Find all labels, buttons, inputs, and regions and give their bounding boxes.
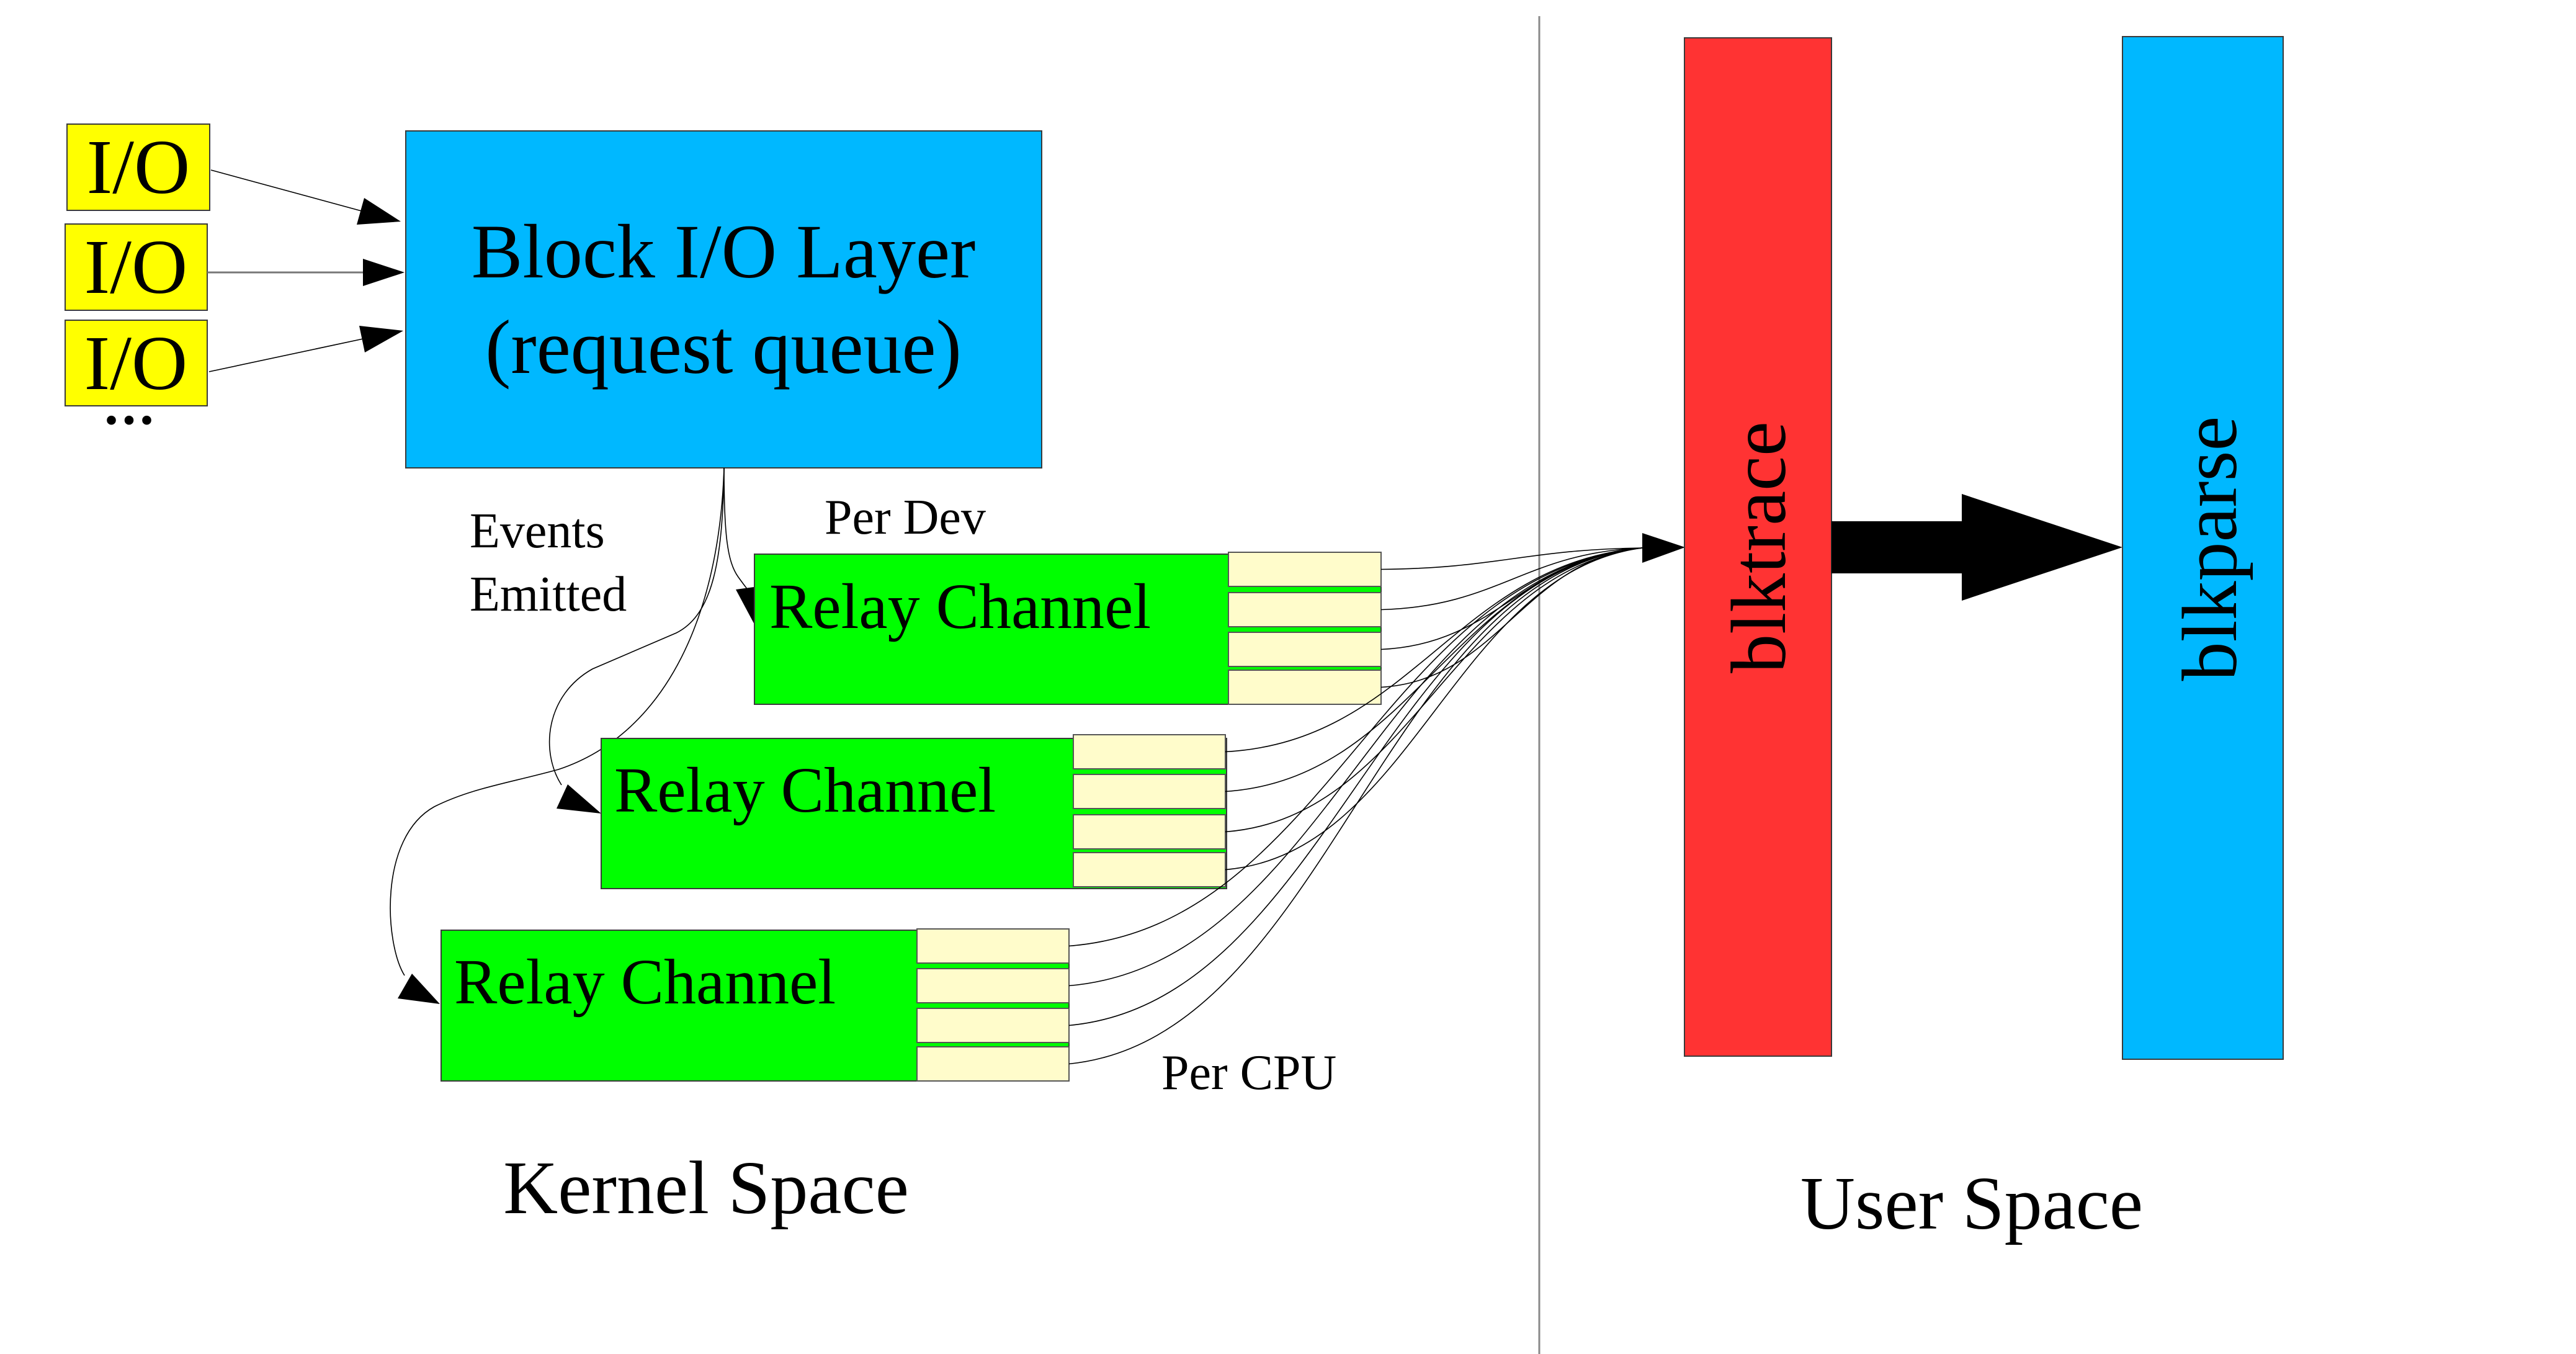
io-request-box: I/O xyxy=(65,320,208,406)
block-io-layer-subtitle: (request queue) xyxy=(485,305,962,390)
cpu-stream-curve xyxy=(1068,547,1643,1026)
cpu-stream-curve xyxy=(1380,547,1643,688)
arrowhead-icon xyxy=(398,974,440,1004)
cpu-stream-curve xyxy=(1068,547,1643,1065)
blktrace-label: blktrace xyxy=(1716,421,1802,673)
cpu-buffer xyxy=(916,968,1070,1003)
per-cpu-label: Per CPU xyxy=(1161,1046,1336,1100)
relay-channel: Relay Channel xyxy=(441,928,1070,1082)
cpu-buffer xyxy=(916,1046,1070,1082)
io-more-ellipsis: ... xyxy=(104,375,158,436)
io-to-block-arrows xyxy=(207,169,405,372)
block-io-layer-title: Block I/O Layer xyxy=(472,209,976,294)
user-space-label: User Space xyxy=(1800,1162,2143,1245)
arrowhead-icon xyxy=(557,784,601,814)
cpu-stream-curve xyxy=(1225,547,1643,871)
relay-channel: Relay Channel xyxy=(601,734,1227,889)
cpu-buffer xyxy=(1228,670,1382,705)
cpu-buffer xyxy=(1073,814,1226,850)
io-request-group: I/O I/O I/O ... xyxy=(65,123,210,436)
cpu-buffer xyxy=(916,1008,1070,1043)
cpu-buffer xyxy=(1228,552,1382,587)
io-box-label: I/O xyxy=(87,125,190,210)
io-box-rect xyxy=(66,123,210,211)
block-io-layer: Block I/O Layer (request queue) xyxy=(405,130,1042,469)
blktrace-to-blkparse-arrow-icon xyxy=(1831,494,2122,601)
events-emitted-label-line1: Events xyxy=(470,504,605,558)
io-arrow-line xyxy=(208,338,367,372)
cpu-buffers xyxy=(1228,552,1382,705)
arrowhead-icon xyxy=(357,198,401,225)
per-dev-label: Per Dev xyxy=(825,490,986,545)
blkparse-rect xyxy=(2122,36,2284,1060)
cpu-buffers xyxy=(1073,734,1226,887)
block-io-layer-rect xyxy=(405,130,1042,469)
relay-channel: Relay Channel xyxy=(754,552,1382,705)
io-arrow-line xyxy=(210,169,367,213)
io-box-rect xyxy=(65,320,208,406)
cpu-stream-curve xyxy=(1225,547,1643,753)
relay-channel-label: Relay Channel xyxy=(769,571,1151,642)
arrowhead-icon xyxy=(363,259,405,286)
cpu-stream-curve xyxy=(1068,547,1643,947)
blkparse-process: blkparse xyxy=(2122,36,2284,1060)
io-request-box: I/O xyxy=(66,123,210,211)
blktrace-process: blktrace xyxy=(1684,37,1832,1057)
cpu-buffer xyxy=(1073,774,1226,809)
cpu-stream-curve xyxy=(1068,547,1643,987)
cpu-buffer xyxy=(1228,632,1382,667)
arrowhead-icon xyxy=(359,326,403,352)
io-box-label: I/O xyxy=(84,321,188,406)
cpu-stream-curve xyxy=(1380,547,1643,611)
events-emitted-label-line2: Emitted xyxy=(470,567,627,622)
event-curve-relay-2 xyxy=(548,467,725,786)
cpu-buffers xyxy=(916,928,1070,1082)
cpu-buffer xyxy=(1073,852,1226,887)
per-cpu-streams xyxy=(1068,547,1643,1065)
cpu-buffer xyxy=(1228,592,1382,627)
arrowhead-icon xyxy=(1642,533,1685,563)
cpu-buffer xyxy=(916,928,1070,964)
cpu-buffer xyxy=(1073,734,1226,769)
cpu-stream-curve xyxy=(1225,547,1643,833)
io-box-rect xyxy=(65,223,208,311)
event-curve-relay-1 xyxy=(723,467,753,598)
io-request-box: I/O xyxy=(65,223,208,311)
blktrace-rect xyxy=(1684,37,1832,1057)
relay-channel-label: Relay Channel xyxy=(454,946,836,1018)
blkparse-label: blkparse xyxy=(2167,416,2253,681)
io-box-label: I/O xyxy=(84,225,188,310)
relay-channel-label: Relay Channel xyxy=(614,755,996,826)
cpu-stream-curve xyxy=(1380,547,1643,570)
kernel-space-label: Kernel Space xyxy=(503,1146,909,1230)
event-curve-relay-3 xyxy=(390,467,725,976)
